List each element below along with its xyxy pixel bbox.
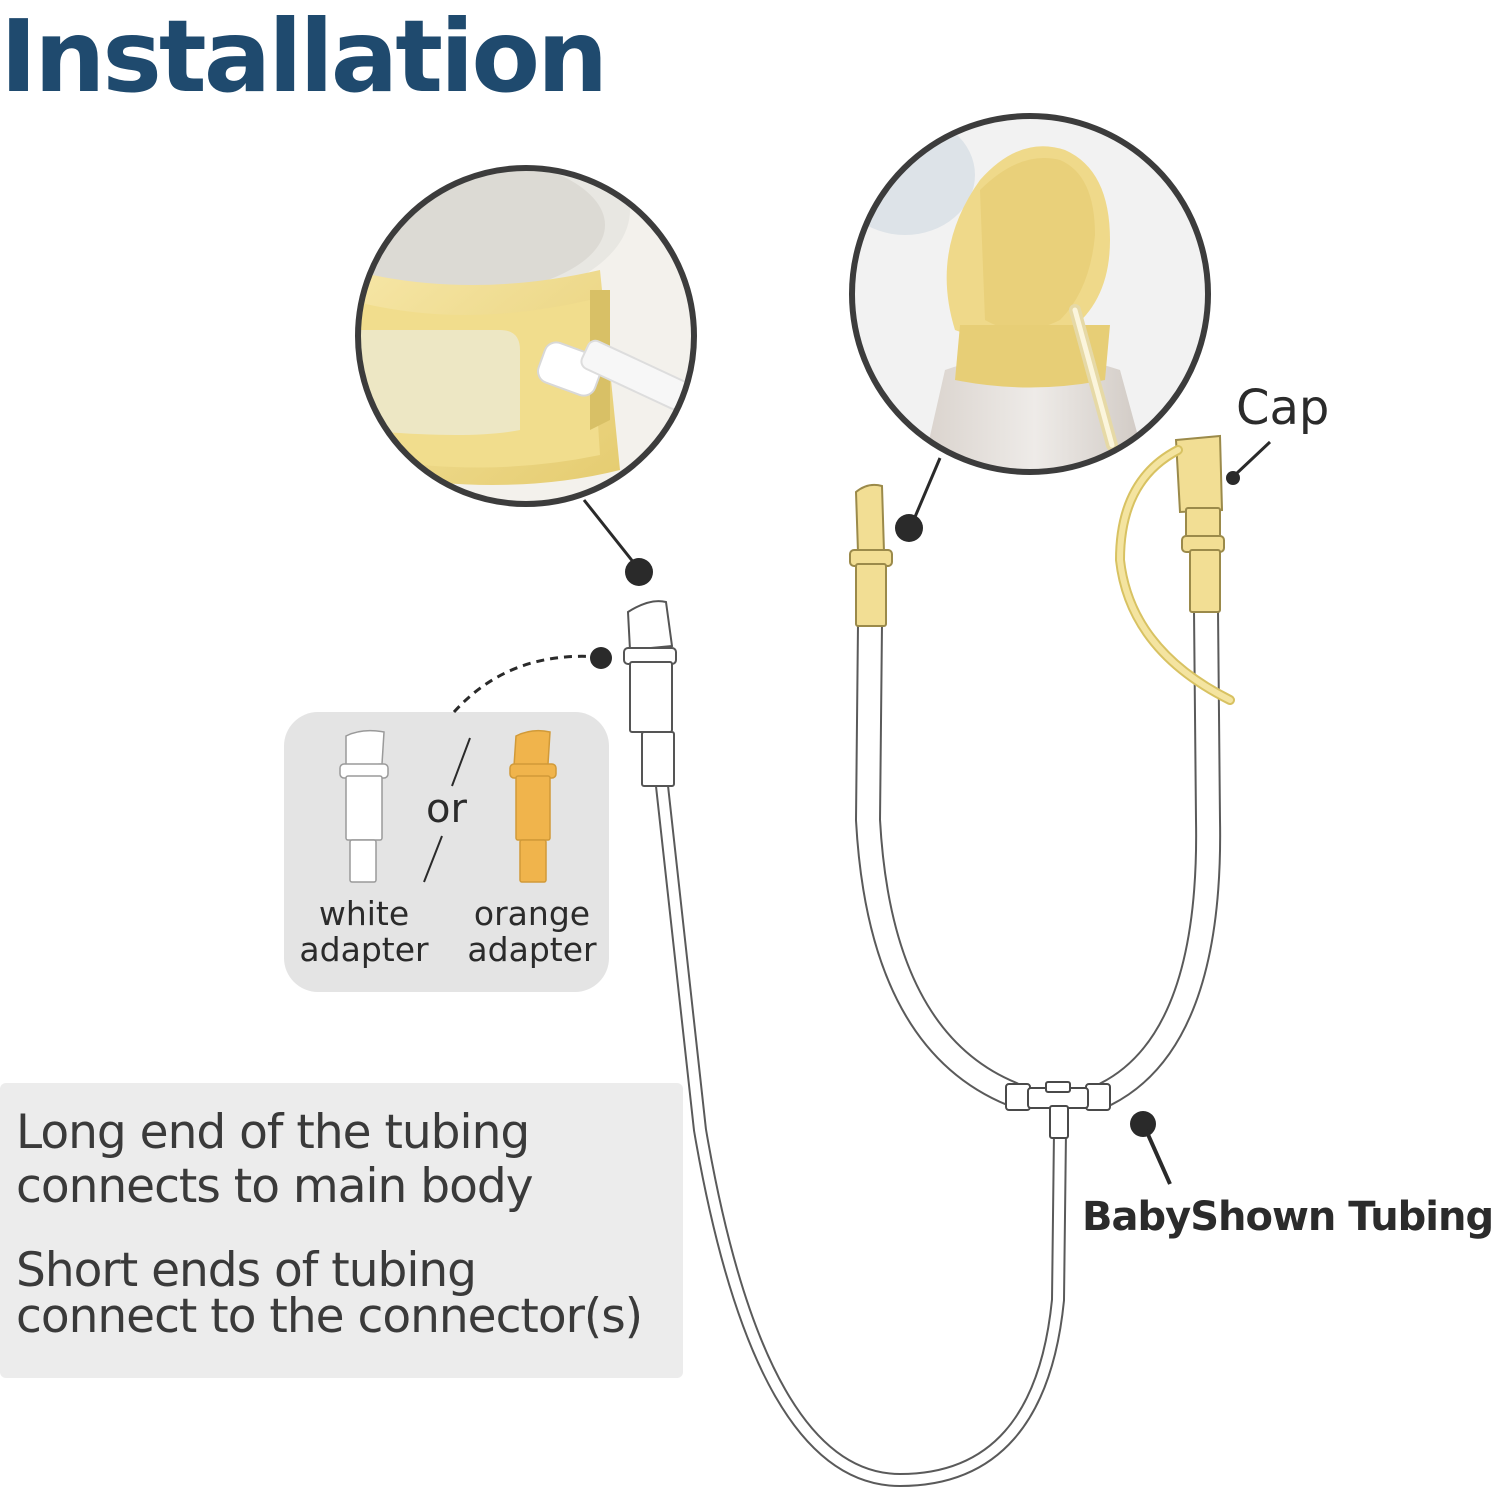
yellow-connector-right <box>1174 434 1225 613</box>
adapter-leader <box>452 647 612 714</box>
yellow-connector-left <box>849 483 893 627</box>
t-connector <box>1005 1081 1111 1139</box>
divider-slash <box>423 835 443 883</box>
white-adapter-label-line1: white <box>318 894 410 933</box>
adapter-options-panel <box>284 712 609 992</box>
cap-callout-marker <box>1226 440 1272 485</box>
orange-adapter-label: orange adapter <box>447 896 617 968</box>
instructions-panel <box>0 1083 683 1378</box>
white-adapter-label: white adapter <box>279 896 449 968</box>
orange-adapter-label-line2: adapter <box>467 930 597 969</box>
orange-adapter-icon <box>509 729 557 883</box>
white-adapter-icon <box>339 729 389 883</box>
orange-adapter-label-line1: orange <box>473 894 591 933</box>
white-adapter-on-tube <box>623 600 677 787</box>
main-body-magnifier <box>355 165 697 586</box>
cap-label: Cap <box>1236 380 1330 436</box>
tubing-callout-marker <box>1130 1111 1172 1185</box>
page-title: Installation <box>0 0 608 115</box>
instruction-1-line2: connects to main body <box>16 1159 534 1214</box>
or-label: or <box>426 786 467 832</box>
tubing-assembly <box>655 597 1222 1488</box>
divider-slash <box>451 737 471 787</box>
tubing-label: BabyShown Tubing <box>1082 1194 1494 1240</box>
instruction-2-line2: connect to the connector(s) <box>16 1289 643 1344</box>
connector-magnifier <box>849 113 1211 542</box>
instruction-2-line1: Short ends of tubing <box>16 1243 477 1298</box>
instruction-1-line1: Long end of the tubing <box>16 1105 530 1160</box>
white-adapter-label-line2: adapter <box>299 930 429 969</box>
